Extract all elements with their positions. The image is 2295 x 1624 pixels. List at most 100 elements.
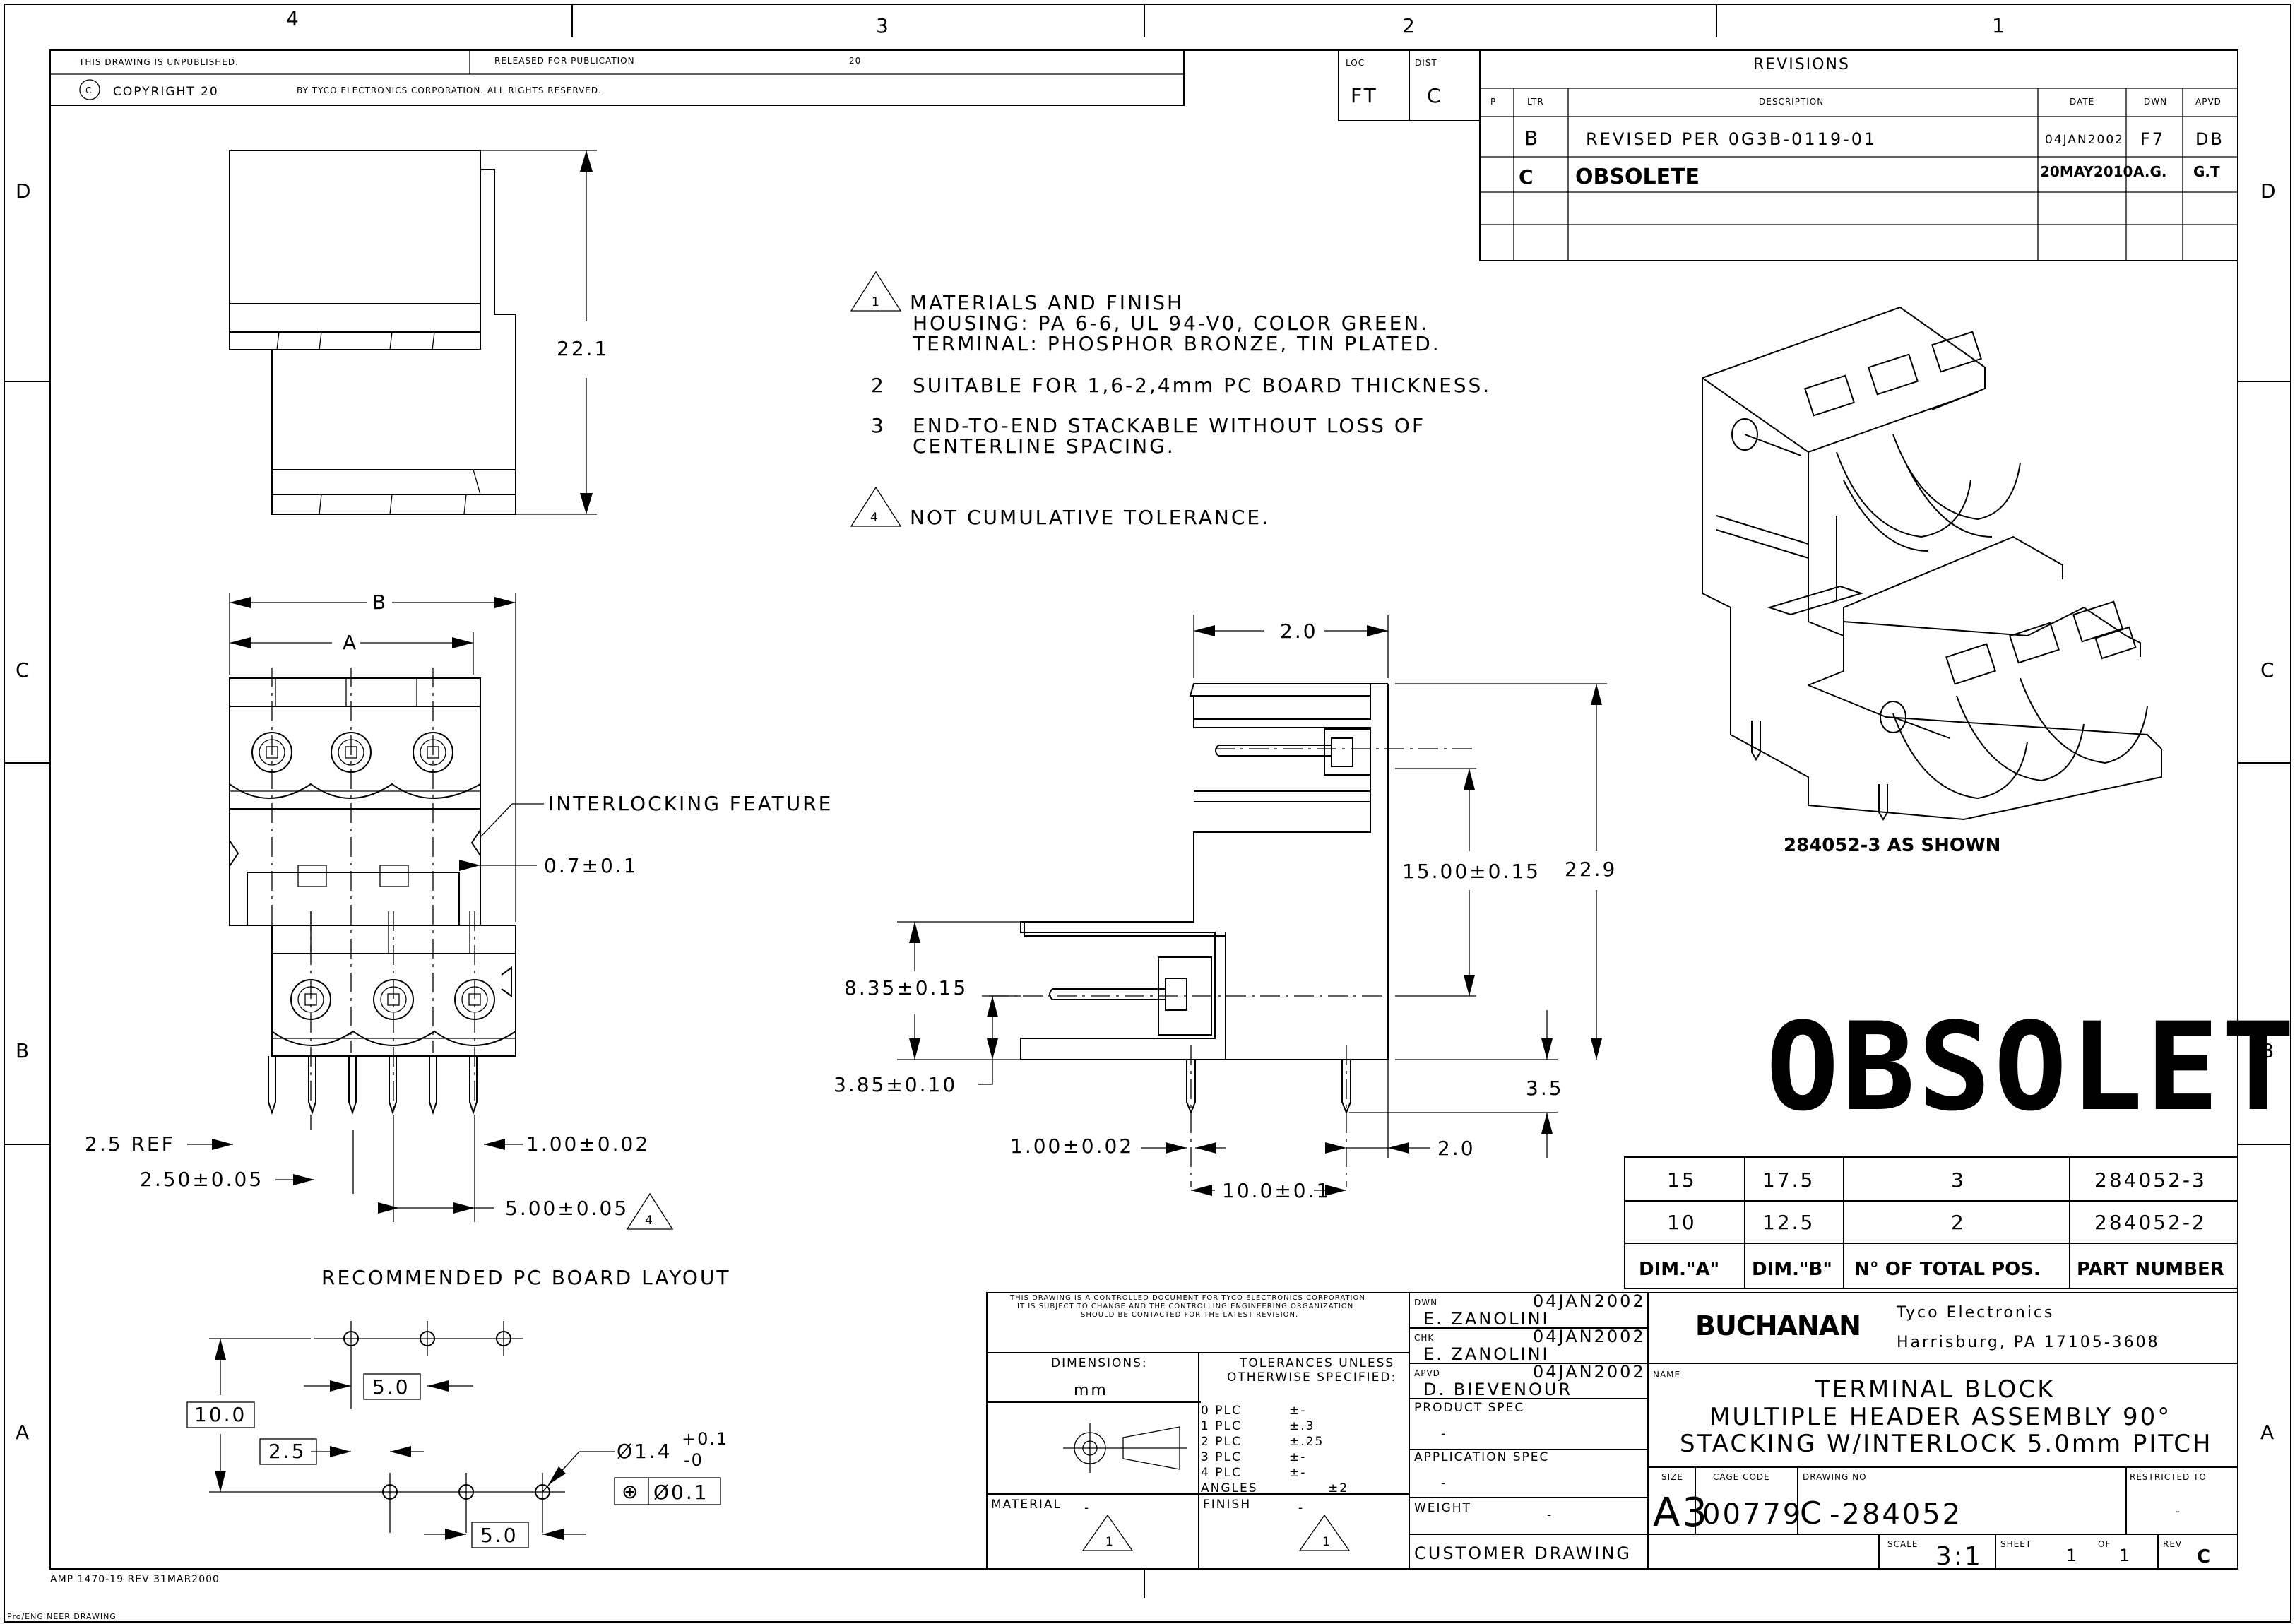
tol-4plc-value: ±- — [1289, 1466, 1306, 1480]
tol-2plc-value: ±.25 — [1289, 1435, 1324, 1449]
application-spec-value: - — [1441, 1476, 1447, 1490]
zone-c-right: C — [2260, 658, 2277, 682]
company-name: Tyco Electronics — [1896, 1304, 2054, 1322]
drawing-number-value: -284052 — [1830, 1498, 1962, 1531]
pcb-offset: 2.5 — [268, 1440, 307, 1463]
dim-side-3-5: 3.5 — [1526, 1077, 1564, 1100]
obsolete-stamp: OBSOLETE — [1766, 996, 2295, 1138]
company-address: Harrisburg, PA 17105-3608 — [1897, 1334, 2160, 1351]
rev-col-date: DATE — [2070, 97, 2094, 107]
rev-col-ltr: LTR — [1527, 97, 1544, 107]
material-label: MATERIAL — [991, 1498, 1062, 1512]
table-header-dim-a: DIM."A" — [1639, 1259, 1719, 1280]
rev-col-apvd: APVD — [2195, 97, 2222, 107]
rev-col-dwn: DWN — [2144, 97, 2167, 107]
table-r2-dim-a: 10 — [1667, 1211, 1697, 1234]
part-number-table — [1624, 1156, 2238, 1289]
top-view-height-dimension — [480, 150, 597, 515]
rev-c-apvd: G.T — [2193, 163, 2220, 180]
top-view-outline — [229, 150, 516, 515]
note-1-line-2: HOUSING: PA 6-6, UL 94-V0, COLOR GREEN. — [913, 312, 1429, 335]
material-note-number: 1 — [1105, 1535, 1115, 1549]
pcb-layout — [186, 1321, 721, 1548]
apvd-date: 04JAN2002 — [1533, 1362, 1646, 1382]
title-block-grid — [986, 1292, 2238, 1570]
drawing-number-label: DRAWING NO — [1803, 1472, 1867, 1482]
tolerance-header-2: OTHERWISE SPECIFIED: — [1227, 1370, 1396, 1385]
dwn-label: DWN — [1414, 1298, 1437, 1308]
zone-1-label: 1 — [1992, 14, 2007, 37]
dim-a-label: A — [343, 631, 358, 654]
restricted-label: RESTRICTED TO — [2130, 1472, 2207, 1482]
rev-b-desc: REVISED PER 0G3B-0119-01 — [1586, 129, 1877, 149]
rev-c-date: 20MAY2010 — [2040, 163, 2133, 180]
side-view-centerlines — [989, 748, 1476, 1187]
dim-side-22-9: 22.9 — [1565, 858, 1617, 881]
revision-table — [1479, 49, 2238, 261]
tol-angles-value: ±2 — [1328, 1481, 1348, 1495]
front-view-screws — [251, 732, 495, 1020]
sheet-label: SHEET — [2000, 1539, 2032, 1549]
rev-col-desc: DESCRIPTION — [1759, 97, 1824, 107]
drawing-number-prefix: C — [1800, 1495, 1824, 1531]
copyright-owner: BY TYCO ELECTRONICS CORPORATION. ALL RIG… — [297, 85, 602, 95]
note-1-line-1: MATERIALS AND FINISH — [910, 291, 1184, 314]
scale-value: 3:1 — [1935, 1542, 1983, 1571]
note-3-line-1: END-TO-END STACKABLE WITHOUT LOSS OF — [913, 414, 1425, 437]
dim-side-width: 2.0 — [1280, 620, 1318, 643]
weight-value: - — [1547, 1508, 1553, 1522]
tol-0plc-value: ±- — [1289, 1404, 1306, 1418]
pcb-hole-diameter: Ø1.4 — [617, 1440, 672, 1463]
restricted-value: - — [2176, 1505, 2181, 1519]
name-label: NAME — [1653, 1370, 1680, 1380]
pcb-position-tolerance: Ø0.1 — [653, 1481, 709, 1504]
apvd-name: D. BIEVENOUR — [1423, 1380, 1572, 1399]
controlled-doc-line-2: IT IS SUBJECT TO CHANGE AND THE CONTROLL… — [1017, 1303, 1353, 1310]
note-3-line-2: CENTERLINE SPACING. — [913, 434, 1175, 458]
product-spec-label: PRODUCT SPEC — [1414, 1401, 1524, 1415]
rev-b-apvd: DB — [2195, 129, 2224, 149]
isometric-caption: 284052-3 AS SHOWN — [1784, 835, 2000, 856]
table-r2-dim-b: 12.5 — [1762, 1211, 1815, 1234]
copyright-symbol: C — [85, 85, 92, 95]
zone-2-label: 2 — [1402, 14, 1417, 37]
zone-a-right: A — [2260, 1421, 2276, 1444]
zone-3-label: 3 — [876, 14, 891, 37]
of-value: 1 — [2119, 1546, 2132, 1565]
controlled-doc-line-1: THIS DRAWING IS A CONTROLLED DOCUMENT FO… — [1009, 1294, 1365, 1302]
table-r1-dim-a: 15 — [1667, 1168, 1697, 1192]
sheet-value: 1 — [2066, 1546, 2079, 1565]
pcb-hole-tol-minus: -0 — [684, 1450, 704, 1470]
dim-ref-2-5: 2.5 REF — [85, 1132, 175, 1156]
dist-label: DIST — [1415, 58, 1437, 68]
apvd-label: APVD — [1414, 1368, 1440, 1378]
tol-1plc-value: ±.3 — [1289, 1419, 1315, 1433]
rev-c-dwn: A.G. — [2133, 163, 2166, 180]
interlocking-feature-label: INTERLOCKING FEATURE — [548, 792, 833, 815]
controlled-doc-line-3: SHOULD BE CONTACTED FOR THE LATEST REVIS… — [1081, 1311, 1298, 1319]
dim-pitch-5: 5.00±0.05 — [505, 1197, 629, 1220]
isometric-view — [1702, 306, 2162, 821]
side-view-outline — [1020, 683, 1389, 1115]
pcb-position-symbol: ⊕ — [622, 1480, 640, 1503]
unpublished-notice: THIS DRAWING IS UNPUBLISHED. — [78, 57, 239, 67]
loc-label: LOC — [1346, 58, 1365, 68]
pcb-hole-tol-plus: +0.1 — [682, 1429, 728, 1449]
zone-b-left: B — [16, 1039, 31, 1062]
zone-4-label: 4 — [286, 7, 301, 30]
table-header-positions: N° OF TOTAL POS. — [1854, 1259, 2041, 1280]
dim-b-label: B — [372, 591, 388, 614]
zone-a-left: A — [16, 1421, 31, 1444]
front-view-centerlines — [271, 668, 475, 1130]
rev-b-ltr: B — [1524, 126, 1540, 150]
copyright-label: COPYRIGHT 20 — [113, 85, 219, 99]
dim-side-8-35: 8.35±0.15 — [844, 976, 968, 1000]
pcb-title: RECOMMENDED PC BOARD LAYOUT — [321, 1266, 731, 1289]
notes-block — [850, 271, 902, 527]
form-number: AMP 1470-19 REV 31MAR2000 — [50, 1574, 220, 1585]
table-r1-positions: 3 — [1951, 1168, 1966, 1192]
zone-c-left: C — [16, 658, 32, 682]
rev-value: C — [2197, 1546, 2210, 1567]
dim-side-pin: 1.00±0.02 — [1010, 1134, 1134, 1158]
tol-2plc-key: 2 PLC — [1201, 1435, 1242, 1449]
